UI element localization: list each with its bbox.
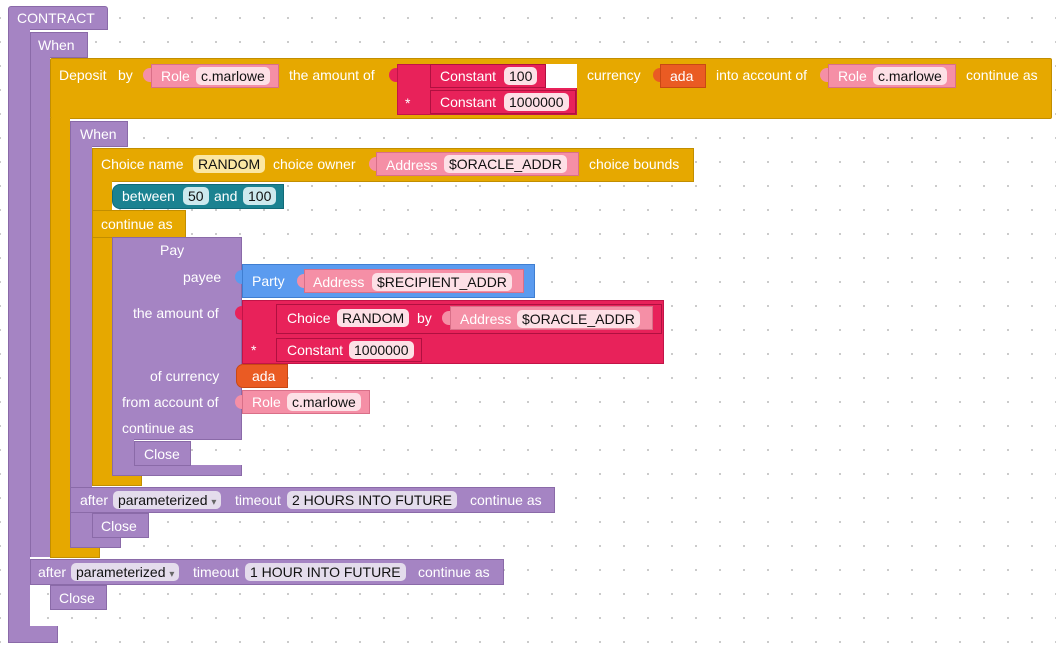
inner-close-block[interactable]: [92, 513, 149, 538]
inner-close-label: Close: [101, 518, 137, 534]
choice-name-value[interactable]: RANDOM: [193, 155, 266, 173]
outer-after-label: after: [38, 564, 67, 580]
owner-connector: [369, 157, 377, 171]
contract-spine: [8, 29, 30, 643]
outer-close-block[interactable]: [50, 585, 107, 610]
by-connector: [143, 68, 151, 82]
deposit-bottom: [50, 546, 100, 558]
when-label: When: [38, 37, 75, 53]
outer-timeout-select[interactable]: parameterized ▾: [71, 563, 180, 581]
pay-constant-value[interactable]: 1000000: [349, 341, 414, 359]
deposit-mult-op: *: [405, 95, 411, 111]
deposit-label: Deposit: [59, 67, 107, 83]
between-high[interactable]: 100: [243, 187, 277, 205]
inner-after-label: after: [80, 492, 109, 508]
deposit-by-role-kw: Role: [161, 68, 190, 84]
pay-from-account-label: from account of: [122, 394, 219, 410]
when-spine: [30, 57, 50, 557]
choice-bounds-label: choice bounds: [589, 156, 680, 172]
outer-timeout-label: timeout: [193, 564, 239, 580]
outer-timeout-continue-label: continue as: [418, 564, 490, 580]
outer-timeout-value[interactable]: 1 HOUR INTO FUTURE: [245, 563, 406, 581]
pay-mult-op: *: [251, 342, 257, 358]
inner-when-bottom: [70, 536, 121, 548]
inner-timeout-value[interactable]: 2 HOURS INTO FUTURE: [287, 491, 457, 509]
choice-owner-value[interactable]: $ORACLE_ADDR: [444, 155, 567, 173]
deposit-currency-block[interactable]: [660, 64, 706, 88]
between-low[interactable]: 50: [183, 187, 209, 205]
deposit-by-role-value[interactable]: c.marlowe: [196, 67, 270, 85]
pay-payee-label: payee: [183, 269, 222, 285]
dropdown-arrow-icon: ▾: [211, 497, 217, 508]
deposit-constant-value[interactable]: 100: [504, 67, 538, 85]
contract-bottom: [8, 626, 58, 643]
pay-amount-label: the amount of: [133, 305, 219, 321]
when-block[interactable]: [30, 32, 88, 58]
from-account-connector: [235, 395, 243, 409]
pay-by-connector: [442, 311, 450, 325]
pay-from-role-value[interactable]: c.marlowe: [287, 393, 361, 411]
pay-continue-label: continue as: [122, 420, 194, 436]
deposit-amount-label: the amount of: [289, 67, 375, 83]
pay-amount-connector: [235, 306, 243, 320]
pay-by-label: by: [417, 310, 432, 326]
and-label: and: [214, 188, 238, 204]
empty-slot: [546, 64, 577, 88]
pay-from-role-kw: Role: [252, 394, 281, 410]
inner-when-block[interactable]: [70, 121, 128, 147]
deposit-constant2-kw: Constant: [440, 94, 497, 110]
pay-currency-block[interactable]: [236, 364, 288, 388]
inner-timeout-continue-label: continue as: [470, 492, 542, 508]
choice-name-label: Choice name: [101, 156, 184, 172]
inner-when-spine: [70, 146, 92, 546]
party-kw: Party: [252, 273, 285, 289]
outer-close-label: Close: [59, 590, 95, 606]
inner-when-label: When: [80, 126, 117, 142]
choice-continue-label: continue as: [101, 216, 173, 232]
deposit-account-role-kw: Role: [838, 68, 867, 84]
choice-owner-kw: Address: [386, 157, 438, 173]
deposit-into-account-label: into account of: [716, 67, 808, 83]
inner-timeout-label: timeout: [235, 492, 281, 508]
between-label: between: [122, 188, 175, 204]
payee-connector: [235, 270, 243, 284]
pay-close-block[interactable]: [134, 441, 191, 466]
pay-close-label: Close: [144, 446, 180, 462]
deposit-currency-label: currency: [587, 67, 641, 83]
currency-connector: [653, 68, 661, 82]
payee-address-kw: Address: [313, 274, 365, 290]
pay-bottom-bar: [112, 465, 242, 476]
pay-by-address-kw: Address: [460, 311, 512, 327]
deposit-by-label: by: [118, 67, 133, 83]
deposit-constant2-value[interactable]: 1000000: [504, 93, 569, 111]
party-address-connector: [297, 274, 305, 288]
pay-currency-label: of currency: [150, 368, 220, 384]
contract-label: CONTRACT: [17, 10, 95, 26]
account-connector: [820, 68, 828, 82]
inner-timeout-select-value: parameterized: [118, 492, 208, 508]
choice-owner-label: choice owner: [273, 156, 356, 172]
payee-address-value[interactable]: $RECIPIENT_ADDR: [372, 273, 512, 291]
pay-choice-kw: Choice: [287, 310, 331, 326]
pay-constant-kw: Constant: [287, 342, 344, 358]
deposit-currency-value: ada: [670, 68, 694, 84]
outer-timeout-select-value: parameterized: [76, 564, 166, 580]
deposit-constant-kw: Constant: [440, 68, 497, 84]
deposit-continue-label: continue as: [966, 67, 1038, 83]
pay-label: Pay: [160, 242, 185, 258]
amount-connector: [389, 68, 397, 82]
deposit-account-role-value[interactable]: c.marlowe: [873, 67, 947, 85]
inner-timeout-select[interactable]: parameterized ▾: [113, 491, 222, 509]
deposit-spine: [50, 118, 70, 558]
pay-by-address-value[interactable]: $ORACLE_ADDR: [517, 310, 640, 328]
choice-spine: [92, 181, 112, 486]
pay-currency-value: ada: [252, 368, 276, 384]
pay-block[interactable]: [112, 237, 242, 440]
pay-choice-value[interactable]: RANDOM: [337, 309, 410, 327]
choice-bottom: [92, 476, 142, 486]
contract-block[interactable]: [8, 6, 108, 30]
dropdown-arrow-icon: ▾: [169, 569, 175, 580]
